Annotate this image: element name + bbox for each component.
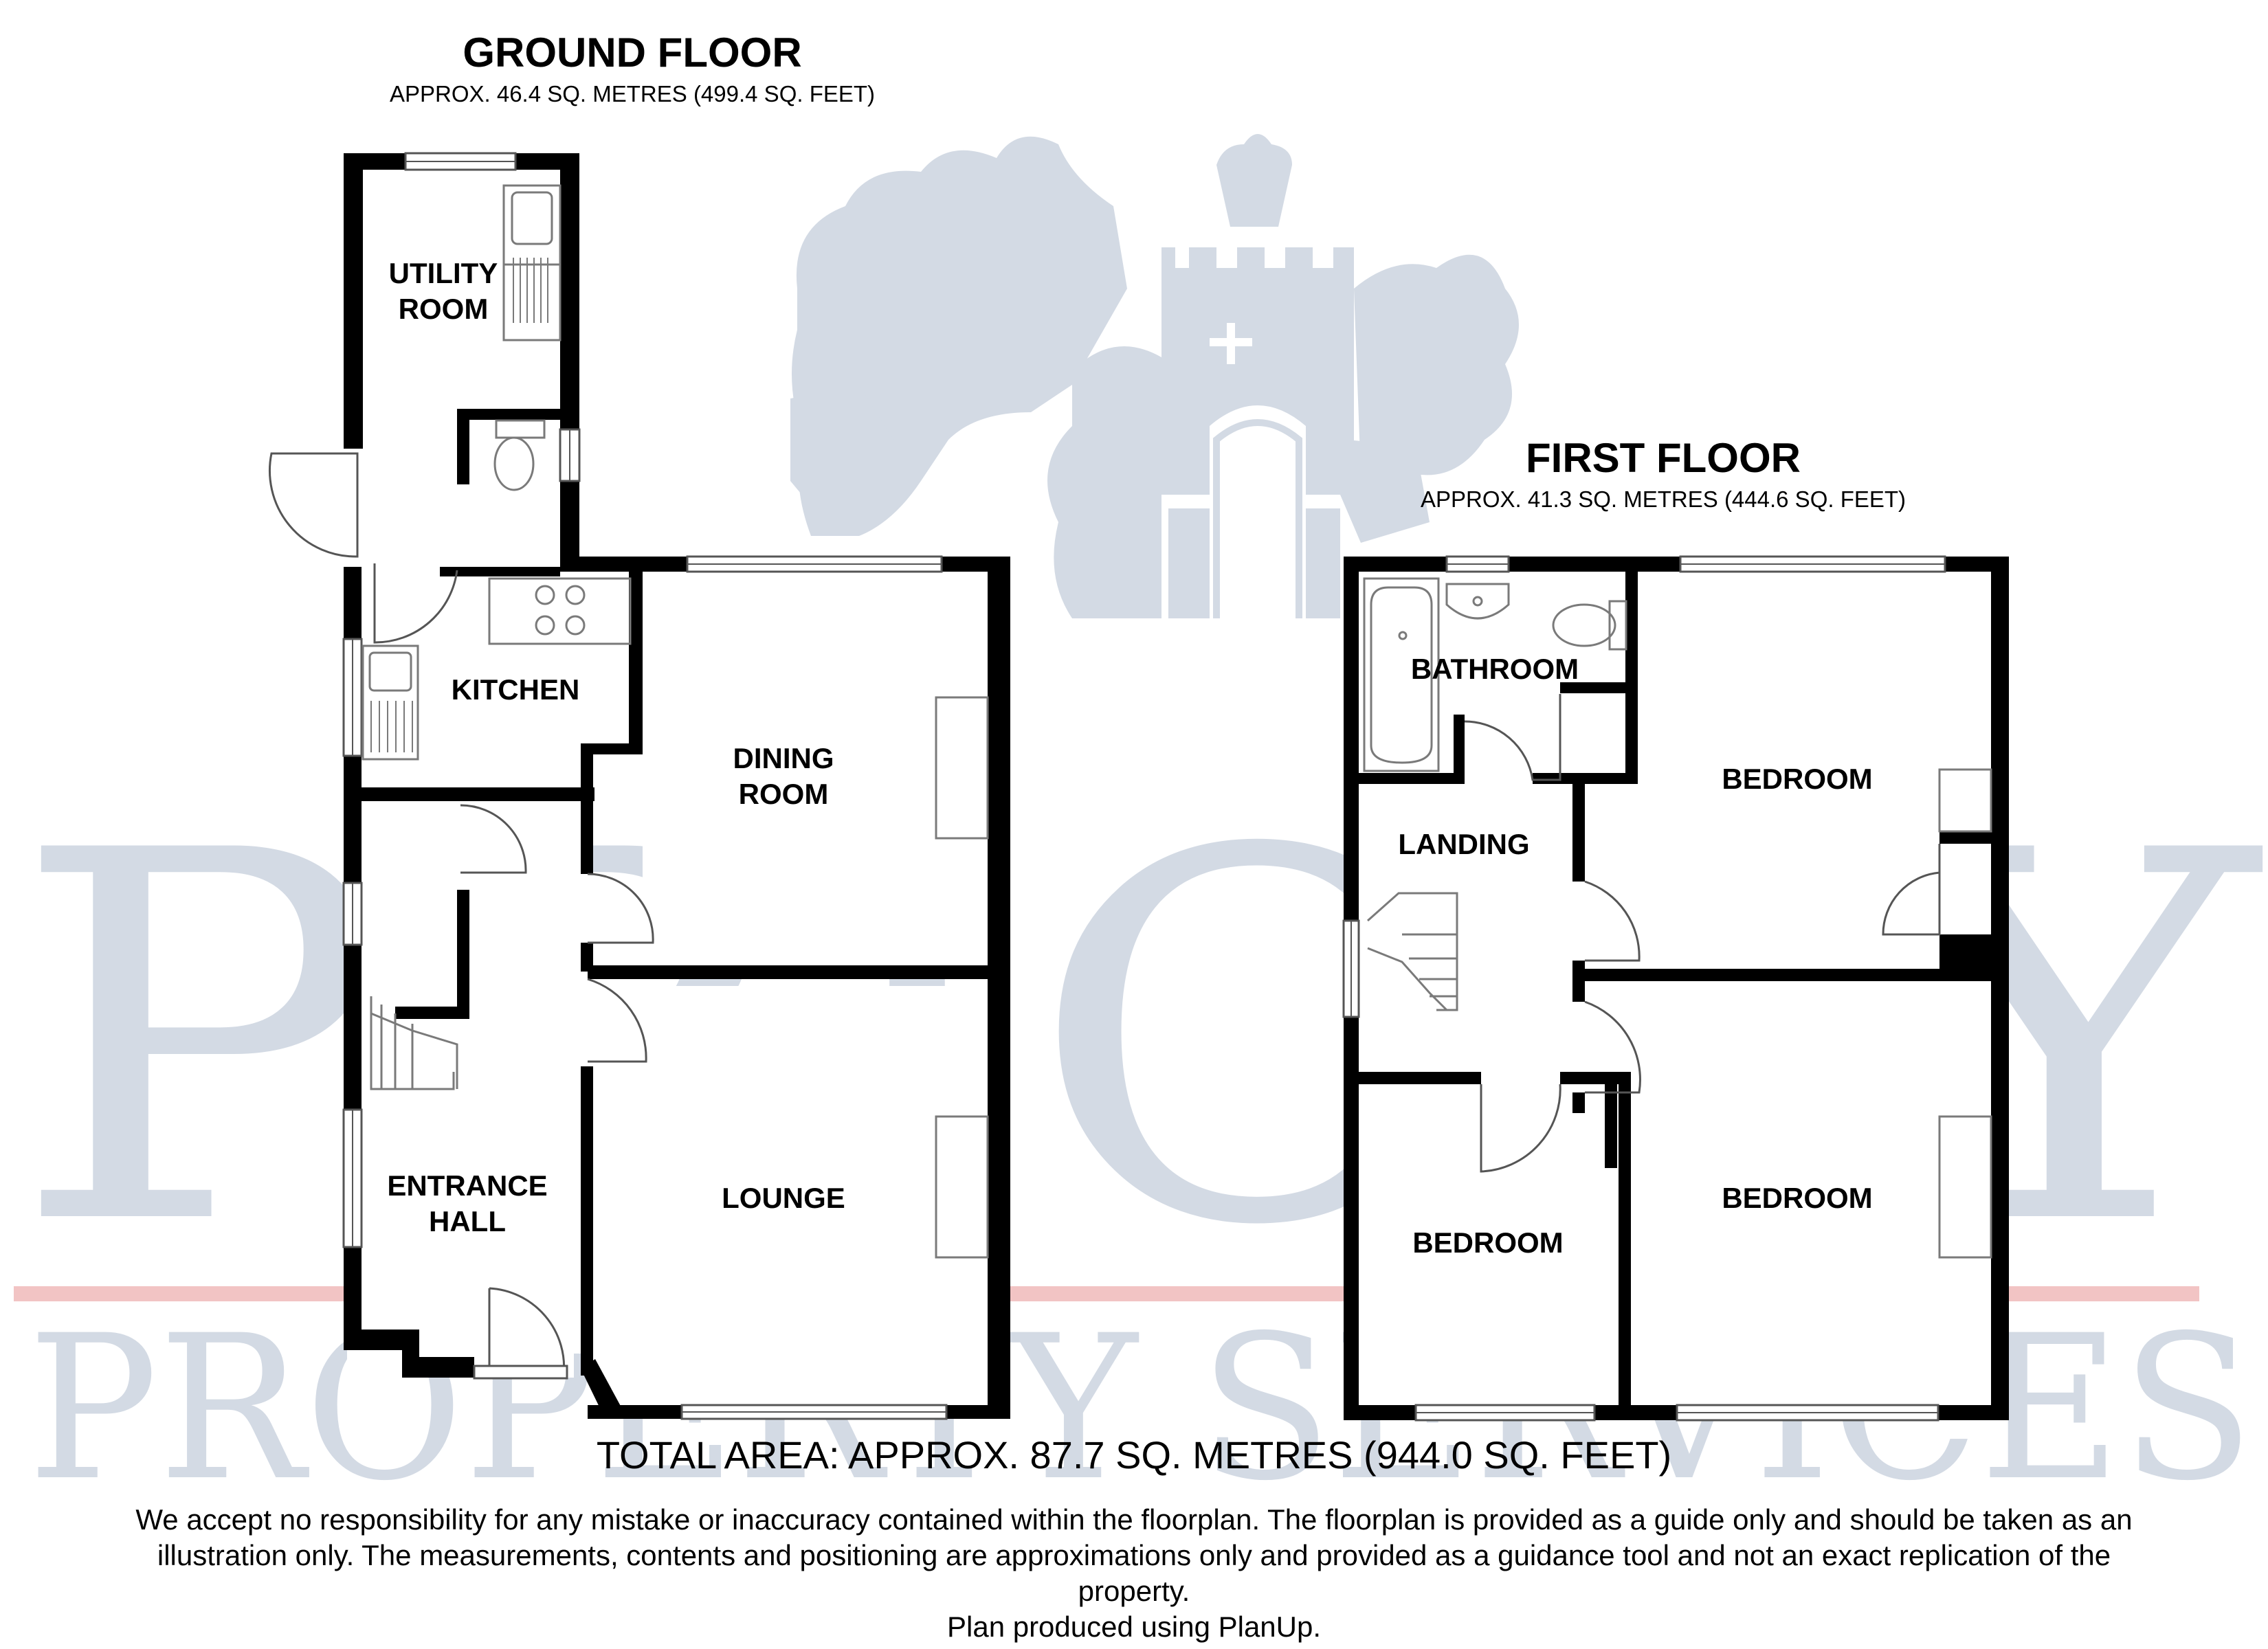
ground-floor-title: GROUND FLOOR: [463, 30, 802, 76]
room-label-landing: LANDING: [1398, 828, 1530, 860]
total-area: TOTAL AREA: APPROX. 87.7 SQ. METRES (944…: [596, 1433, 1672, 1477]
room-label-line: ROOM: [738, 778, 829, 810]
ground-floor-area: APPROX. 46.4 SQ. METRES (499.4 SQ. FEET): [389, 81, 876, 106]
room-label-bathroom: BATHROOM: [1410, 653, 1579, 685]
room-label-bedroom-rear: BEDROOM: [1722, 763, 1873, 795]
room-label-line: ENTRANCE: [387, 1169, 548, 1202]
room-label-bedroom-front: BEDROOM: [1722, 1182, 1873, 1214]
first-floor-plan: [1342, 555, 2009, 1422]
ground-floor-walls: [344, 153, 1010, 1419]
room-label-entrance-hall: ENTRANCE HALL: [371, 1168, 564, 1239]
disclaimer-line: Plan produced using PlanUp.: [946, 1611, 1322, 1643]
first-floor-fixtures: [1363, 577, 1992, 1259]
disclaimer-line: property.: [1078, 1575, 1190, 1607]
room-label-utility-room: UTILITY ROOM: [375, 256, 512, 327]
disclaimer-line: We accept no responsibility for any mist…: [135, 1503, 2133, 1536]
room-label-lounge: LOUNGE: [722, 1182, 845, 1214]
ground-floor-fixtures: [362, 184, 989, 1259]
room-label-line: ROOM: [398, 293, 489, 325]
room-label-kitchen: KITCHEN: [451, 673, 580, 706]
disclaimer-line: illustration only. The measurements, con…: [157, 1539, 2111, 1571]
first-floor-title: FIRST FLOOR: [1526, 435, 1801, 481]
watermark-castle-logo: [790, 134, 1519, 618]
room-label-line: UTILITY: [388, 257, 498, 289]
room-label-line: DINING: [733, 742, 834, 774]
first-floor-area: APPROX. 41.3 SQ. METRES (444.6 SQ. FEET): [1420, 486, 1906, 512]
room-label-bedroom-small: BEDROOM: [1412, 1226, 1564, 1259]
room-label-line: HALL: [429, 1205, 506, 1237]
first-floor-doors: [1464, 694, 1941, 1173]
disclaimer: We accept no responsibility for any mist…: [21, 1502, 2247, 1645]
ground-floor-plan: [268, 152, 1010, 1420]
room-label-dining-room: DINING ROOM: [715, 741, 852, 812]
